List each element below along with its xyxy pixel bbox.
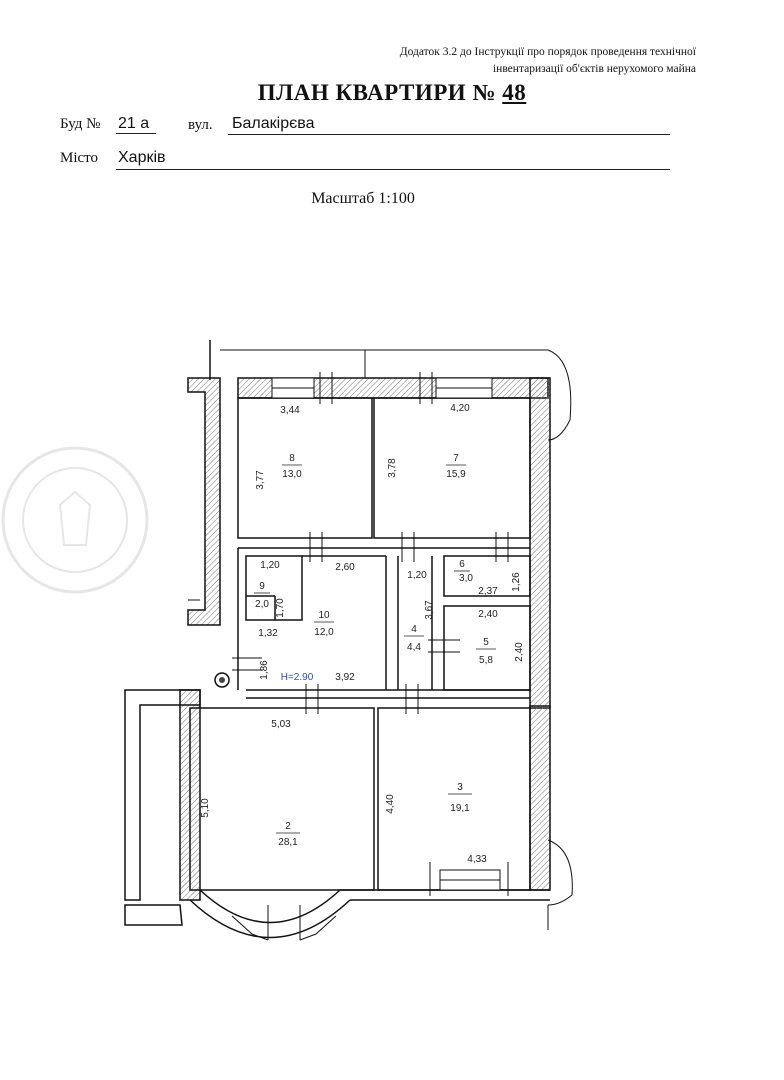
room-8-number: 8	[289, 453, 295, 464]
room-7: 7 15,9	[446, 453, 466, 480]
room-9: 9 2,0	[254, 581, 270, 610]
dim-room2-width: 5,03	[271, 719, 291, 730]
building-number: 21 а	[118, 115, 150, 132]
dim-room3-depth: 4,40	[385, 794, 396, 814]
city-underline	[116, 169, 670, 170]
room-5: 5 5,8	[476, 637, 496, 666]
dim-room8-depth: 3,77	[255, 470, 266, 490]
dim-room7-depth: 3,78	[387, 458, 398, 478]
room-7-number: 7	[453, 453, 459, 464]
street-name: Балакірєва	[232, 115, 315, 132]
title-prefix: ПЛАН КВАРТИРИ №	[257, 80, 497, 105]
room-3-number: 3	[457, 782, 463, 793]
room-4: 4 4,4	[404, 624, 424, 653]
room-9-number: 9	[259, 581, 265, 592]
room-6-area: 3,0	[459, 573, 473, 584]
instruction-note: Додаток 3.2 до Інструкції про порядок пр…	[400, 44, 696, 78]
room-8-area: 13,0	[282, 469, 302, 480]
room-2-area: 28,1	[278, 837, 298, 848]
city-label: Місто	[60, 150, 99, 166]
room-2-number: 2	[285, 821, 291, 832]
street-underline	[228, 134, 670, 135]
dim-room10-width: 2,60	[335, 562, 355, 573]
riser-symbol	[214, 672, 230, 688]
building-label: Буд №	[60, 116, 101, 132]
room-2: 2 28,1	[276, 821, 300, 848]
ceiling-height-label: H=2.90	[281, 672, 314, 683]
dim-room3-width: 4,33	[467, 854, 487, 865]
dim-room10-length: 3,92	[335, 672, 355, 683]
dim-room4-depth: 3,67	[424, 600, 435, 620]
street-label: вул.	[188, 117, 213, 133]
room-8: 8 13,0	[282, 453, 302, 480]
instruction-note-line-1: Додаток 3.2 до Інструкції про порядок пр…	[399, 46, 696, 58]
instruction-note-line-2: інвентаризації об'єктів нерухомого майна	[492, 63, 696, 75]
room-5-area: 5,8	[479, 655, 493, 666]
room-10: 10 12,0	[314, 610, 334, 638]
dim-room5-depth: 2,40	[514, 642, 525, 662]
interior-walls	[189, 397, 531, 891]
door-markers	[188, 372, 509, 940]
room-3: 3 19,1	[448, 782, 472, 814]
scale-label: Масштаб 1:100	[311, 190, 415, 207]
dim-room6-depth: 1,26	[511, 572, 522, 592]
room-6-number: 6	[459, 559, 465, 570]
room-5-number: 5	[483, 637, 489, 648]
room-3-area: 19,1	[450, 803, 470, 814]
dim-room10-depth: 1,86	[259, 660, 270, 680]
room-4-area: 4,4	[407, 642, 421, 653]
building-underline	[116, 133, 156, 134]
dim-room10-offset: 1,32	[258, 628, 278, 639]
dim-room7-width: 4,20	[450, 403, 470, 414]
apartment-number: 48	[502, 80, 527, 105]
dim-room4-width: 1,20	[407, 570, 427, 581]
outer-walls	[124, 340, 573, 941]
room-4-number: 4	[411, 624, 417, 635]
seal-stamp	[1, 446, 149, 594]
room-7-area: 15,9	[446, 469, 466, 480]
page-title: ПЛАН КВАРТИРИ № 48	[0, 80, 784, 106]
dim-room9-width: 1,20	[260, 560, 280, 571]
windows	[271, 377, 501, 891]
room-10-number: 10	[318, 610, 330, 621]
room-6: 6 3,0	[454, 559, 473, 584]
dim-room6-width: 2,37	[478, 586, 498, 597]
dim-room8-width: 3,44	[280, 405, 300, 416]
dim-room5-width: 2,40	[478, 609, 498, 620]
dim-room2-depth: 5,10	[200, 798, 211, 818]
room-10-area: 12,0	[314, 627, 334, 638]
city-name: Харків	[118, 149, 166, 166]
room-9-area: 2,0	[255, 599, 269, 610]
dim-room9-depth: 1,70	[275, 598, 286, 618]
